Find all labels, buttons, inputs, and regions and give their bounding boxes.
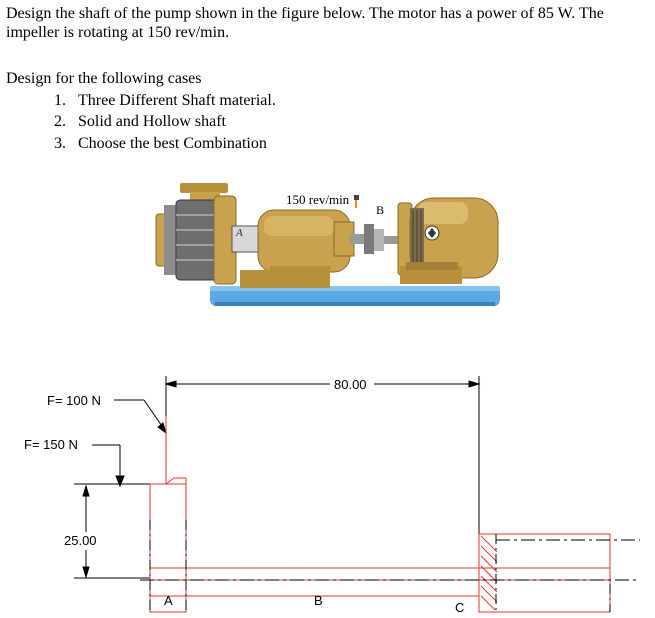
motor <box>397 197 499 284</box>
case-number: 1. <box>54 92 66 109</box>
problem-statement: Design the shaft of the pump shown in th… <box>6 5 604 41</box>
photo-label-a: A <box>235 227 243 239</box>
force-label-150: F= 150 N <box>24 437 78 452</box>
case-item: 3. Choose the best Combination <box>54 135 267 153</box>
case-text: Solid and Hollow shaft <box>78 113 226 130</box>
speed-label: 150 rev/min <box>286 192 350 207</box>
case-item: 1. Three Different Shaft material. <box>54 92 276 110</box>
case-text: Three Different Shaft material. <box>78 92 276 109</box>
photo-label-b: B <box>376 203 384 217</box>
shaft-outline <box>149 416 611 613</box>
length-dimension-value: 80.00 <box>334 377 367 392</box>
coupling <box>333 195 402 257</box>
case-item: 2. Solid and Hollow shaft <box>54 113 226 131</box>
design-heading: Design for the following cases <box>6 70 202 87</box>
case-text: Choose the best Combination <box>78 135 267 152</box>
length-dimension <box>164 376 481 534</box>
force-leader-150 <box>92 444 125 488</box>
base-plate <box>210 286 500 306</box>
photo-labels: 150 rev/min B A <box>235 192 384 239</box>
vertical-centerlines <box>149 520 611 612</box>
height-dimension <box>74 483 150 579</box>
force-label-100: F= 100 N <box>47 393 101 408</box>
shaft-drawing: 80.00 F= 100 N F= 150 N 25.00 <box>24 376 640 615</box>
case-number: 3. <box>54 135 66 152</box>
force-leader-100 <box>114 399 167 435</box>
case-number: 2. <box>54 113 66 130</box>
section-label-b: B <box>314 593 323 608</box>
section-label-a: A <box>164 593 173 608</box>
section-label-c: C <box>455 600 464 615</box>
height-dimension-value: 25.00 <box>64 533 97 548</box>
pump-housing <box>155 183 351 288</box>
pump-illustration: 150 rev/min B A <box>155 183 500 306</box>
centerlines <box>140 539 640 581</box>
